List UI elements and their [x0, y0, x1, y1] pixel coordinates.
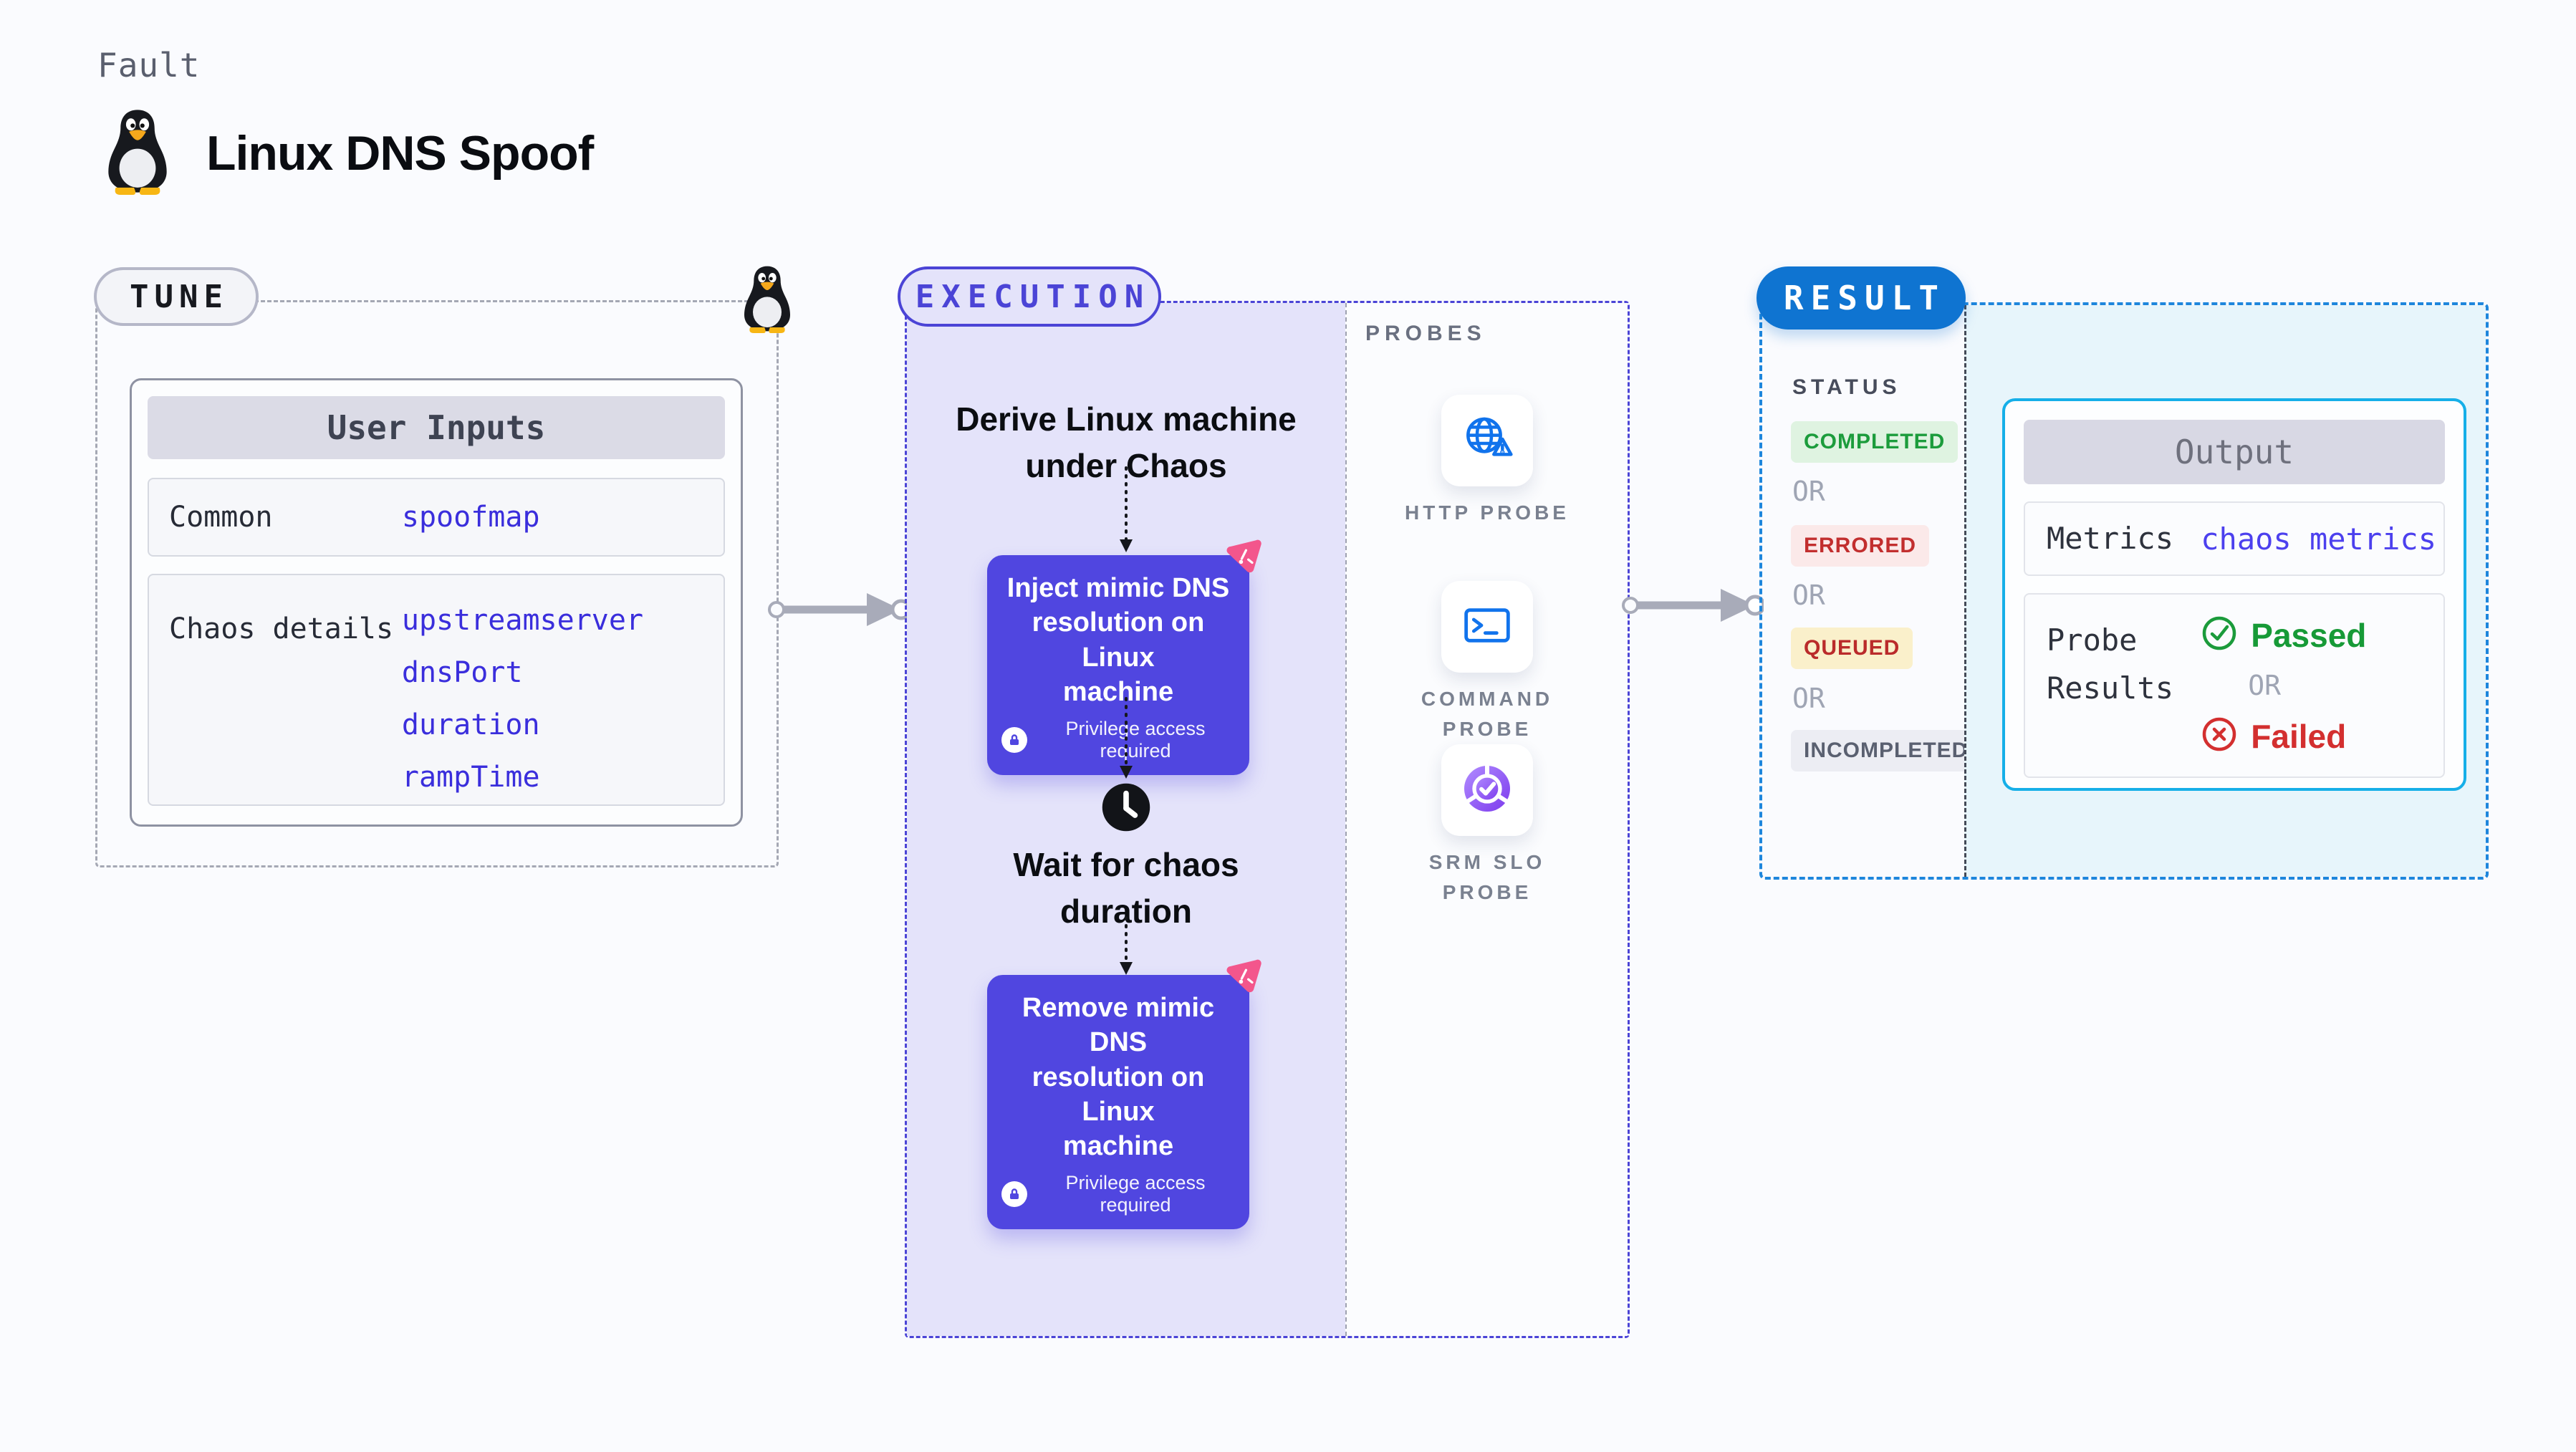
- tune-to-execution-arrow: [766, 586, 912, 637]
- status-badge-errored: ERRORED: [1791, 525, 1930, 567]
- or-separator: OR: [1792, 683, 1825, 714]
- http-probe-card: [1441, 395, 1533, 486]
- input-value: duration: [401, 708, 540, 741]
- probe-name: SRM SLO PROBE: [1428, 851, 1546, 903]
- probes-lane: PROBES: [1345, 303, 1628, 1336]
- page-title-row: Linux DNS Spoof: [100, 107, 594, 198]
- or-separator: OR: [1792, 580, 1825, 611]
- execution-section: Derive Linux machine under Chaos: [905, 301, 1630, 1338]
- lock-icon: [1001, 1181, 1027, 1208]
- x-circle-icon: [2201, 716, 2238, 756]
- execution-flow-lane: Derive Linux machine under Chaos: [907, 303, 1345, 1336]
- probe-results-row: Probe Results Passed OR: [2024, 593, 2445, 778]
- chaos-icon: [1222, 958, 1262, 998]
- row-label: Chaos details: [169, 612, 394, 645]
- probes-label: PROBES: [1365, 322, 1486, 345]
- passed-label: Passed: [2251, 616, 2367, 654]
- flow-connector-arrow: [1117, 916, 1135, 980]
- tune-section: [95, 300, 779, 867]
- step-title: Remove mimic DNS resolution on Linux mac…: [1022, 993, 1215, 1161]
- chaos-details-row: Chaos details upstreamserver dnsPort dur…: [148, 574, 725, 806]
- derive-step-text: Derive Linux machine under Chaos: [956, 400, 1297, 485]
- metrics-value: chaos metrics: [2201, 521, 2436, 557]
- tux-penguin-icon: [100, 107, 175, 198]
- flow-connector-arrow: [1117, 697, 1135, 784]
- probe-name: HTTP PROBE: [1405, 501, 1570, 524]
- privilege-note: Privilege access required: [1065, 1172, 1206, 1216]
- execution-label-pill: EXECUTION: [898, 266, 1161, 327]
- input-value: upstreamserver: [401, 604, 644, 637]
- fault-kicker: Fault: [97, 46, 201, 85]
- terminal-icon: [1458, 597, 1516, 658]
- status-column: STATUS COMPLETED OR ERRORED OR QUEUED OR…: [1762, 305, 1981, 877]
- execution-to-result-arrow: [1620, 582, 1766, 633]
- or-separator: OR: [1792, 476, 1825, 507]
- command-probe-item: COMMAND PROBE: [1394, 581, 1580, 744]
- privilege-note: Privilege access required: [1065, 718, 1206, 761]
- probe-name: COMMAND PROBE: [1421, 688, 1554, 740]
- slo-pie-check-icon: [1458, 760, 1516, 821]
- metrics-label: Metrics: [2047, 521, 2174, 557]
- inject-dns-step: Inject mimic DNS resolution on Linux mac…: [987, 539, 1261, 775]
- input-value: dnsPort: [401, 656, 523, 689]
- wait-step-text: Wait for chaos duration: [1013, 846, 1239, 931]
- metrics-row: Metrics chaos metrics: [2024, 501, 2445, 576]
- remove-dns-step: Remove mimic DNS resolution on Linux mac…: [987, 959, 1261, 1230]
- page-title: Linux DNS Spoof: [206, 125, 594, 181]
- tune-label-pill: TUNE: [94, 267, 259, 326]
- clock-icon: [1100, 782, 1152, 837]
- user-inputs-header: User Inputs: [148, 396, 725, 459]
- or-separator: OR: [2248, 670, 2282, 701]
- flow-connector-arrow: [1117, 466, 1135, 557]
- status-badge-completed: COMPLETED: [1791, 421, 1959, 463]
- result-label-pill: RESULT: [1756, 266, 1966, 330]
- user-inputs-card: User Inputs Common spoofmap Chaos detail…: [130, 378, 743, 827]
- srm-slo-probe-card: [1441, 744, 1533, 836]
- common-inputs-row: Common spoofmap: [148, 478, 725, 557]
- status-badge-incompleted: INCOMPLETED: [1791, 730, 1981, 771]
- failed-label: Failed: [2251, 717, 2347, 755]
- row-label: Common: [169, 501, 273, 534]
- globe-alert-icon: [1458, 410, 1516, 471]
- lock-icon: [1001, 727, 1027, 753]
- output-region: Output Metrics chaos metrics Probe Resul…: [1964, 305, 2486, 877]
- check-circle-icon: [2201, 615, 2238, 655]
- status-badge-queued: QUEUED: [1791, 628, 1913, 669]
- output-header: Output: [2024, 420, 2445, 484]
- chaos-icon: [1222, 538, 1262, 578]
- command-probe-card: [1441, 581, 1533, 673]
- status-label: STATUS: [1792, 375, 1901, 399]
- srm-slo-probe-item: SRM SLO PROBE: [1394, 744, 1580, 908]
- output-card: Output Metrics chaos metrics Probe Resul…: [2002, 398, 2466, 791]
- http-probe-item: HTTP PROBE: [1394, 395, 1580, 528]
- probe-results-label: Probe Results: [2047, 622, 2174, 706]
- input-value: rampTime: [401, 761, 540, 794]
- input-value: spoofmap: [401, 501, 540, 534]
- step-title: Inject mimic DNS resolution on Linux mac…: [1006, 573, 1230, 707]
- tux-penguin-icon-small: [738, 264, 797, 337]
- result-section: STATUS COMPLETED OR ERRORED OR QUEUED OR…: [1759, 302, 2489, 880]
